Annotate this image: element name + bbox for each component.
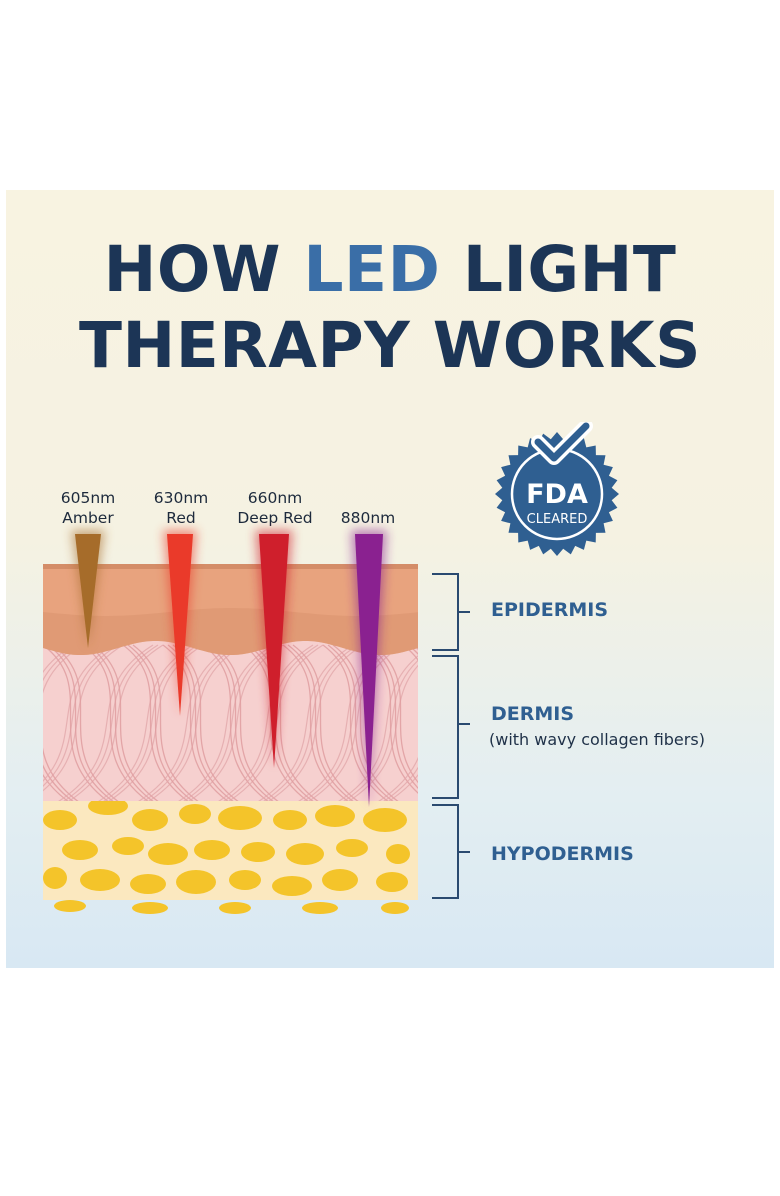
wavelength-label-605: 605nm Amber <box>28 488 148 528</box>
fat-cell <box>241 842 275 862</box>
fat-cell <box>322 869 358 891</box>
fat-cell <box>179 804 211 824</box>
light-beam-630nm <box>167 534 193 716</box>
wavelength-name: Red <box>166 509 196 527</box>
fat-cell <box>286 843 324 865</box>
fat-cell <box>273 810 307 830</box>
fat-cell <box>148 843 188 865</box>
wavelength-nm: 630nm <box>153 489 209 507</box>
page-title: HOW LED LIGHT THERAPY WORKS <box>0 232 780 384</box>
layer-label-epidermis: EPIDERMIS <box>491 599 609 621</box>
fat-cell <box>62 840 98 860</box>
title-line-2: THERAPY WORKS <box>79 309 701 382</box>
wavelength-nm: 605nm <box>60 489 116 507</box>
fat-cells <box>43 797 410 914</box>
fat-cell <box>130 874 166 894</box>
wavelength-label-660: 660nm Deep Red <box>215 488 335 528</box>
light-beams <box>71 530 387 807</box>
epidermis-shading <box>43 608 418 655</box>
fat-cell <box>376 872 408 892</box>
fda-cleared-badge: FDA CLEARED <box>495 422 619 556</box>
bracket-dermis <box>432 655 470 799</box>
fat-cell <box>386 844 410 864</box>
layer-label-hypodermis: HYPODERMIS <box>491 843 634 865</box>
light-beam-660nm <box>259 534 289 768</box>
fat-cell <box>194 840 230 860</box>
badge-line-1: FDA <box>526 479 588 510</box>
wavelength-nm: 880nm <box>340 509 396 527</box>
skin-cross-section <box>43 530 470 914</box>
wavelength-nm: 660nm <box>247 489 303 507</box>
title-word-how: HOW <box>103 233 281 306</box>
wavelength-name: Amber <box>62 509 114 527</box>
fat-cell <box>43 810 77 830</box>
title-line-1: HOW LED LIGHT <box>0 232 780 308</box>
skin-surface-line <box>43 564 418 569</box>
fat-cell <box>315 805 355 827</box>
fat-cell <box>381 902 409 914</box>
fat-cell <box>112 837 144 855</box>
fat-cell <box>54 900 86 912</box>
fat-cell <box>88 797 128 815</box>
fat-cell <box>132 902 168 914</box>
wavelength-label-880: 880nm <box>308 508 428 528</box>
fat-cell <box>272 876 312 896</box>
bracket-hypodermis <box>432 804 470 899</box>
bracket-epidermis <box>432 573 470 651</box>
wavelength-name: Deep Red <box>237 509 313 527</box>
light-beam-880nm <box>355 534 383 807</box>
fat-cell <box>336 839 368 857</box>
fat-cell <box>80 869 120 891</box>
light-beam-605nm <box>75 534 101 648</box>
checkmark-seal-icon <box>531 422 593 465</box>
fat-cell <box>363 808 407 832</box>
fat-cell <box>219 902 251 914</box>
fat-cell <box>132 809 168 831</box>
layer-note-dermis: (with wavy collagen fibers) <box>489 730 705 749</box>
title-word-led: LED <box>303 233 441 306</box>
wavelength-label-630: 630nm Red <box>121 488 241 528</box>
fat-cell <box>43 867 67 889</box>
fat-cell <box>218 806 262 830</box>
badge-line-2: CLEARED <box>527 512 588 527</box>
fat-cell <box>176 870 216 894</box>
fat-cell <box>229 870 261 890</box>
title-word-light: LIGHT <box>462 233 677 306</box>
layer-label-dermis: DERMIS <box>491 703 575 725</box>
fat-cell <box>302 902 338 914</box>
